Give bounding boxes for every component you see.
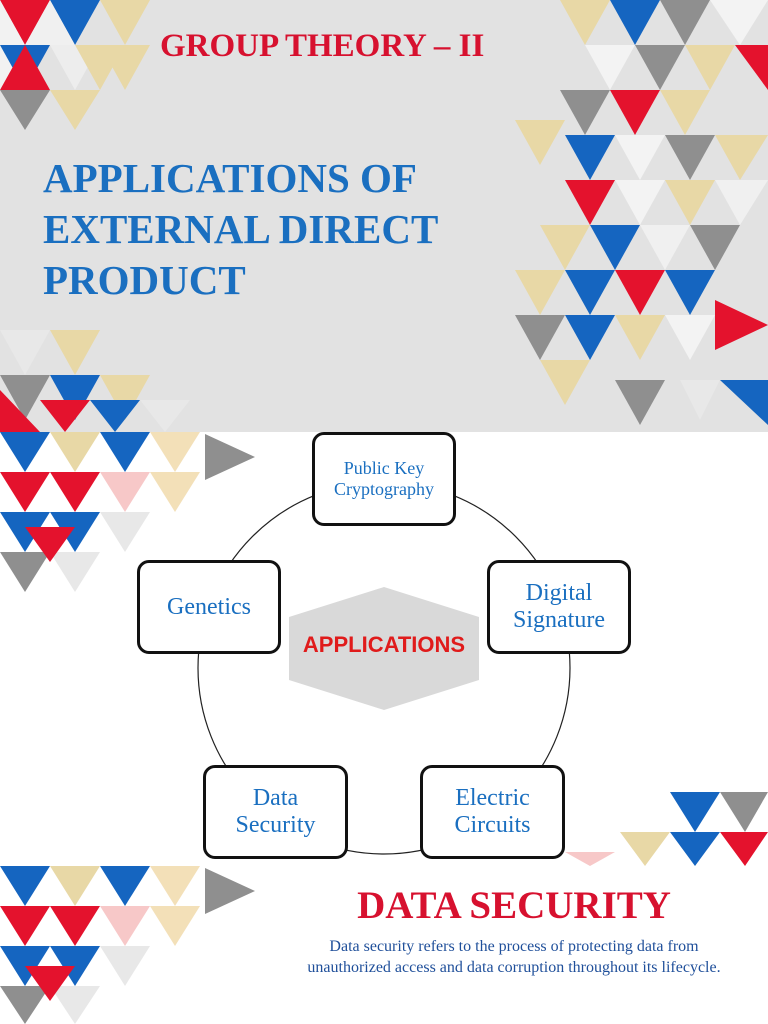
node-digital-signature: Digital Signature [487,560,631,654]
node-public-key-cryptography: Public Key Cryptography [312,432,456,526]
title-slide: GROUP THEORY – II APPLICATIONS OF EXTERN… [0,0,768,432]
slide-subtitle: GROUP THEORY – II [160,28,485,64]
triangle-pattern-decoration [0,866,255,1024]
diagram-center-label: APPLICATIONS [302,632,466,657]
data-security-description: Data security refers to the process of p… [307,938,721,976]
data-security-slide [0,866,768,1024]
node-genetics: Genetics [137,560,281,654]
center-hexagon [289,587,479,710]
data-security-heading: DATA SECURITY [357,884,671,927]
node-data-security: Data Security [203,765,348,859]
triangle-pattern-decoration [0,432,768,866]
triangle-pattern-decoration [0,0,768,432]
node-electric-circuits: Electric Circuits [420,765,565,859]
slide-title: APPLICATIONS OF EXTERNAL DIRECT PRODUCT [43,155,438,303]
